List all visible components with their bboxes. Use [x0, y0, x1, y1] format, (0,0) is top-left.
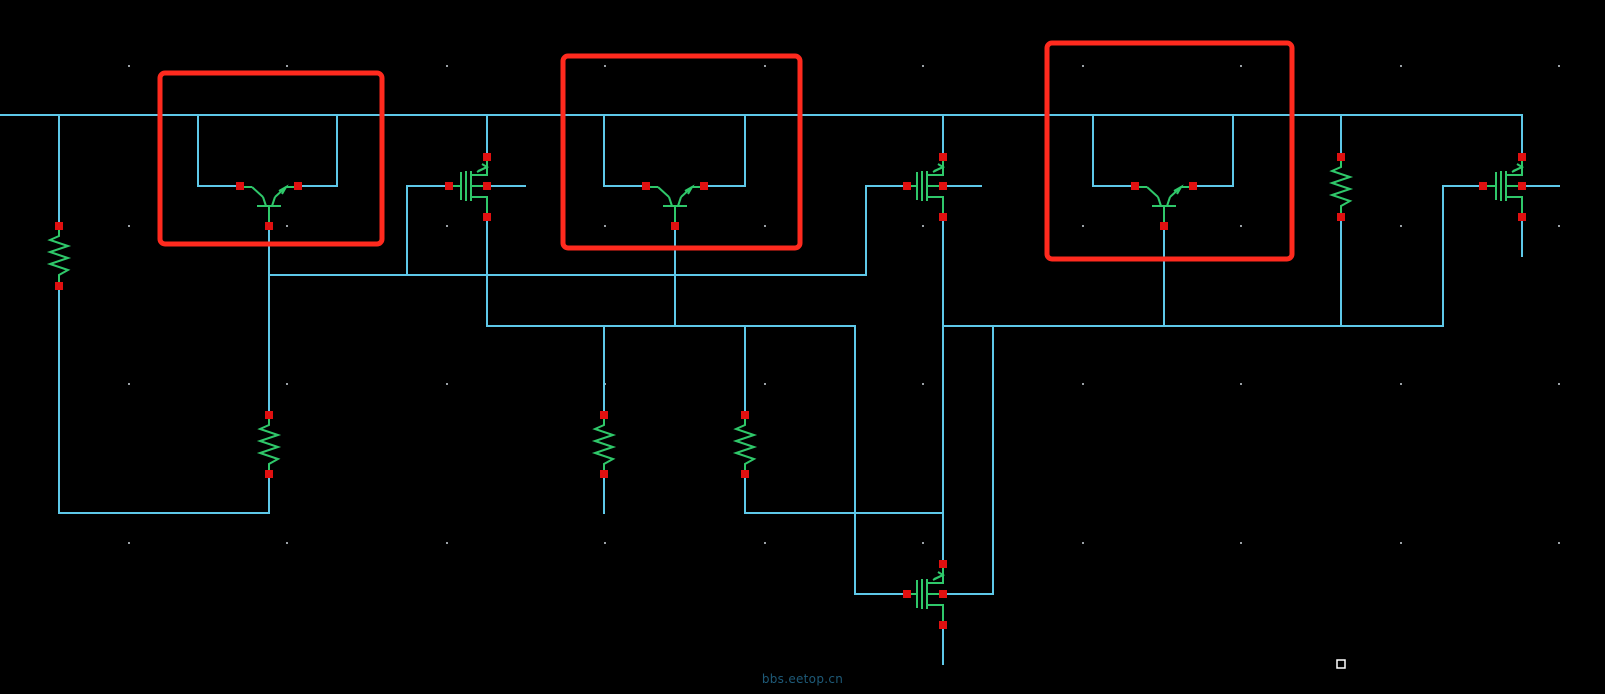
grid-dot [1400, 65, 1402, 67]
pin-marker [700, 182, 708, 190]
pin-marker [1518, 153, 1526, 161]
grid-dot [1400, 542, 1402, 544]
grid-dot [128, 225, 130, 227]
highlight-box-q3 [1044, 40, 1295, 262]
pin-marker [1131, 182, 1139, 190]
pin-marker [741, 411, 749, 419]
grid-dot [128, 65, 130, 67]
pin-marker [903, 182, 911, 190]
pin-markers [55, 153, 1526, 629]
grid-dot [1240, 383, 1242, 385]
grid-dot [1240, 65, 1242, 67]
grid-dot [1558, 383, 1560, 385]
pin-marker [483, 182, 491, 190]
pin-marker [1479, 182, 1487, 190]
grid-dot [446, 225, 448, 227]
pin-marker [939, 560, 947, 568]
highlight-box-q1 [157, 70, 385, 247]
pin-marker [55, 222, 63, 230]
pin-marker [671, 222, 679, 230]
cursor-marker [1336, 659, 1346, 669]
grid-dot [446, 65, 448, 67]
pin-marker [939, 621, 947, 629]
wire-net [0, 114, 1560, 665]
grid-dot [1082, 542, 1084, 544]
bjt-q2[interactable] [645, 186, 705, 227]
pin-marker [483, 213, 491, 221]
grid-dot [922, 542, 924, 544]
grid-dot [446, 383, 448, 385]
pin-marker [903, 590, 911, 598]
pin-marker [1337, 213, 1345, 221]
grid-dot [1558, 225, 1560, 227]
grid-dot [1082, 383, 1084, 385]
watermark: bbs.eetop.cn [761, 672, 844, 686]
pin-marker [294, 182, 302, 190]
pin-marker [1189, 182, 1197, 190]
grid-dot [1400, 383, 1402, 385]
pin-marker [1160, 222, 1168, 230]
grid-dot [286, 542, 288, 544]
grid-dot [764, 542, 766, 544]
grid-dot [604, 65, 606, 67]
pin-marker [236, 182, 244, 190]
grid-dot [1558, 542, 1560, 544]
pin-marker [265, 222, 273, 230]
pin-marker [265, 411, 273, 419]
grid-dot [1240, 225, 1242, 227]
pin-marker [939, 590, 947, 598]
pin-marker [600, 411, 608, 419]
nmos-m4[interactable] [1482, 156, 1523, 217]
pin-marker [55, 282, 63, 290]
grid-dot [1240, 542, 1242, 544]
grid-dot [1558, 65, 1560, 67]
highlight-box-q2 [560, 53, 803, 251]
resistor-r4[interactable] [735, 414, 755, 475]
pin-marker [939, 213, 947, 221]
grid-dot [1082, 225, 1084, 227]
nmos-m1[interactable] [447, 156, 488, 217]
resistor-r2[interactable] [259, 414, 279, 475]
pin-marker [939, 182, 947, 190]
pin-marker [741, 470, 749, 478]
resistor-r5[interactable] [1331, 156, 1351, 217]
resistor-r3[interactable] [594, 414, 614, 475]
bjt-q1[interactable] [239, 186, 299, 227]
pin-marker [642, 182, 650, 190]
grid-dot [922, 225, 924, 227]
pin-marker [600, 470, 608, 478]
pin-marker [939, 153, 947, 161]
pin-marker [1518, 213, 1526, 221]
pin-marker [265, 470, 273, 478]
grid-dot [286, 65, 288, 67]
bjt-q3[interactable] [1134, 186, 1194, 227]
resistor-r1[interactable] [49, 225, 69, 286]
grid-dot [1082, 65, 1084, 67]
grid-dot [1400, 225, 1402, 227]
pin-marker [1337, 153, 1345, 161]
grid-dot [604, 225, 606, 227]
grid-dot [286, 383, 288, 385]
grid-dot [764, 65, 766, 67]
pin-marker [445, 182, 453, 190]
grid-dot [128, 542, 130, 544]
grid-dot [922, 383, 924, 385]
grid-dot [128, 383, 130, 385]
pin-marker [483, 153, 491, 161]
grid-dot [764, 383, 766, 385]
pin-marker [1518, 182, 1526, 190]
grid-dots [128, 65, 1560, 544]
grid-dot [604, 542, 606, 544]
grid-dot [446, 542, 448, 544]
grid-dot [922, 65, 924, 67]
grid-dot [764, 225, 766, 227]
grid-dot [286, 225, 288, 227]
